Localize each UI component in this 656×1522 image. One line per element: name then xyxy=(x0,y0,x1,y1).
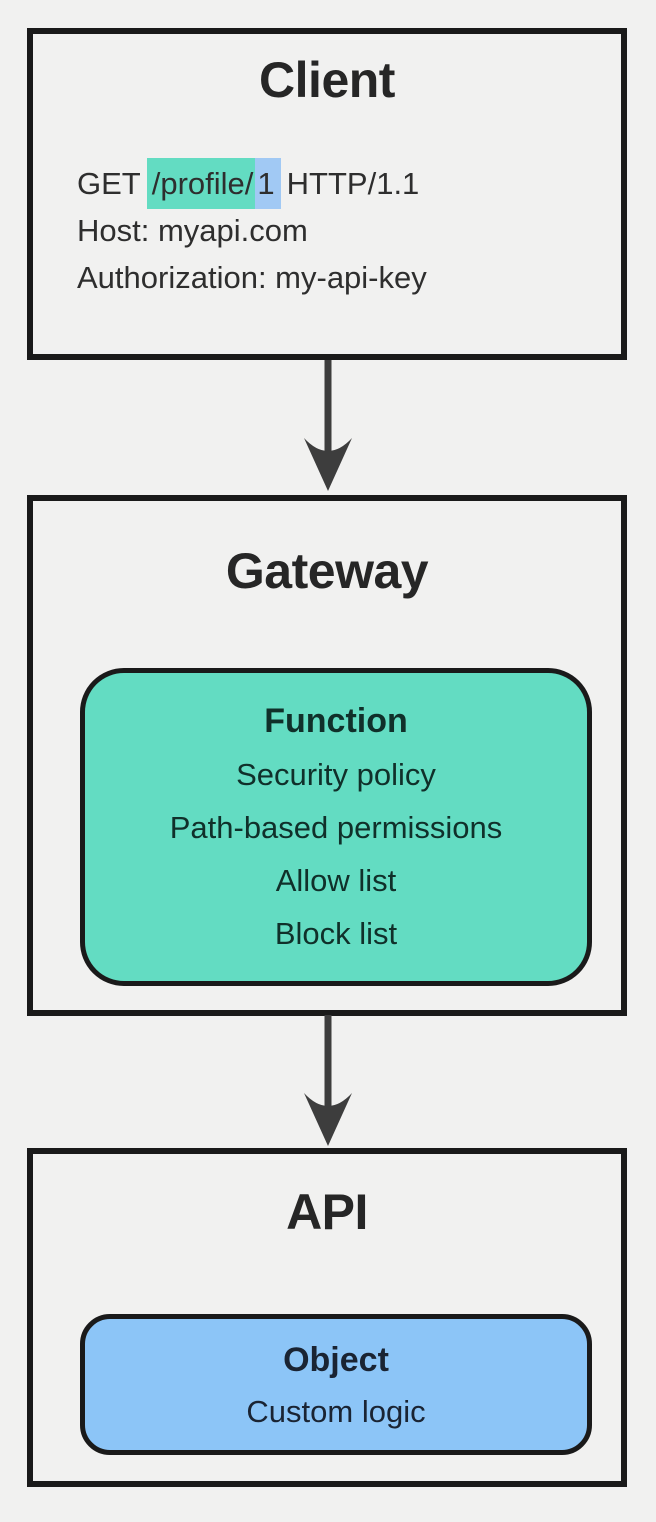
function-pill-title: Function xyxy=(264,702,408,740)
request-authorization-line: Authorization: my-api-key xyxy=(77,260,427,295)
api-title: API xyxy=(286,1184,368,1240)
flow-arrow-down-icon xyxy=(304,1015,352,1146)
function-pill: Function Security policy Path-based perm… xyxy=(80,668,592,986)
gateway-title: Gateway xyxy=(225,543,429,599)
request-protocol: HTTP/1.1 xyxy=(286,166,420,201)
object-pill: Object Custom logic xyxy=(80,1314,592,1455)
request-host-line: Host: myapi.com xyxy=(77,213,308,248)
gateway-box: Gateway Function Security policy Path-ba… xyxy=(27,495,627,1016)
request-id-highlight: 1 xyxy=(255,158,281,209)
object-item: Custom logic xyxy=(246,1394,426,1429)
flow-arrow-down-icon xyxy=(304,360,352,491)
request-path-highlight: /profile/ xyxy=(146,158,256,209)
request-method: GET xyxy=(77,166,141,201)
client-title: Client xyxy=(259,52,395,108)
function-item: Allow list xyxy=(275,863,397,898)
function-item: Security policy xyxy=(236,757,436,792)
function-item: Block list xyxy=(274,916,398,951)
function-item: Path-based permissions xyxy=(169,810,503,845)
object-pill-title: Object xyxy=(283,1341,389,1379)
api-box: API Object Custom logic xyxy=(27,1148,627,1487)
